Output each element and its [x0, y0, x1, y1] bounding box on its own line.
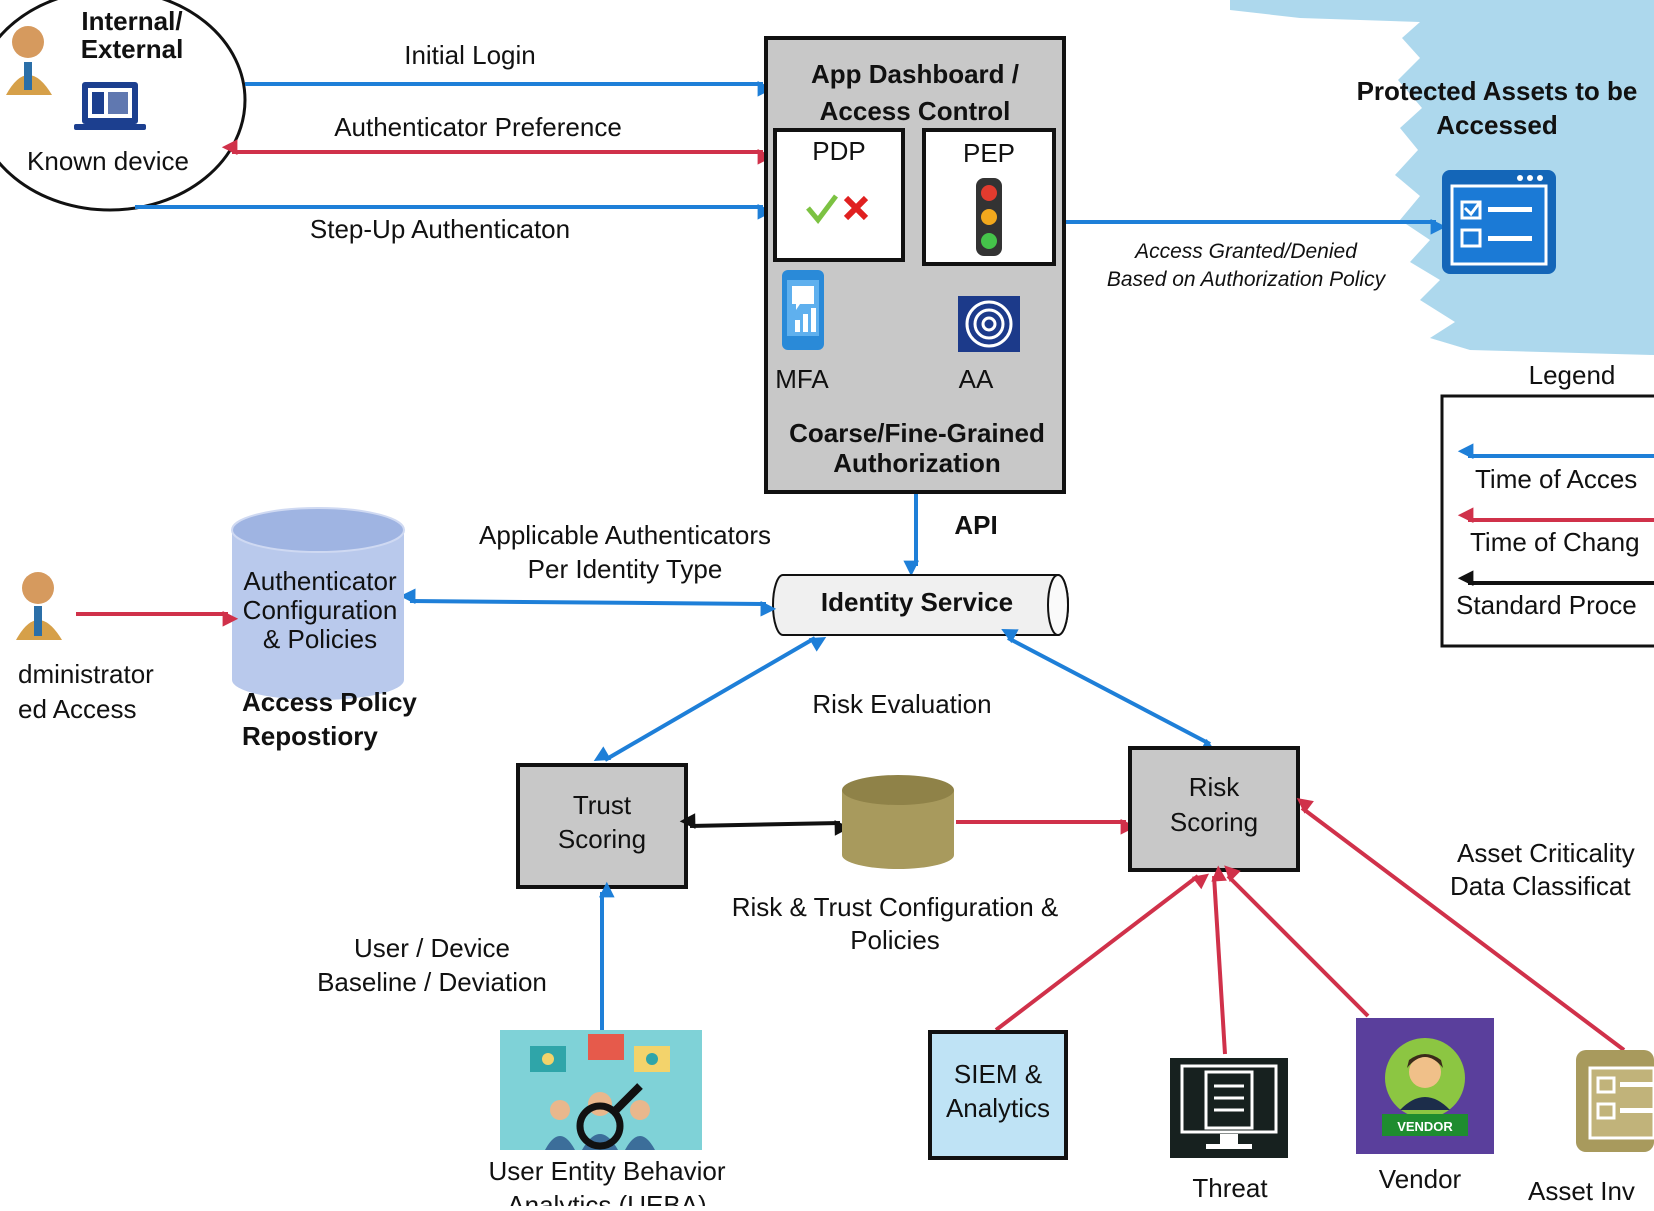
admin-label-line1: dministrator — [18, 659, 154, 689]
siem-box: SIEM & Analytics — [928, 1030, 1068, 1160]
laptop-icon — [74, 82, 146, 130]
siem-risk-arrow — [994, 873, 1210, 1032]
mfa-label: MFA — [775, 364, 829, 394]
risk-trust-config-line2: Policies — [850, 925, 940, 955]
dashboard-footer-line2: Authorization — [833, 448, 1001, 478]
asset-criticality-line1: Asset Criticality — [1457, 838, 1635, 868]
legend-item-access: Time of Acces — [1475, 464, 1637, 494]
policy-db-line2: Configuration — [243, 595, 398, 625]
risk-trust-config-database — [842, 775, 954, 869]
trust-scoring-line1: Trust — [573, 790, 632, 820]
ueba-line1: User Entity Behavior — [489, 1156, 726, 1186]
policy-db-line3: & Policies — [263, 624, 377, 654]
trust-scoring-line2: Scoring — [558, 824, 646, 854]
pep-label: PEP — [963, 138, 1015, 168]
internal-user-avatar-icon — [6, 26, 52, 95]
protected-title-line2: Accessed — [1436, 110, 1557, 140]
user-title-line2: External — [81, 34, 184, 64]
applicable-line1: Applicable Authenticators — [479, 520, 771, 550]
baseline-line2: Baseline / Deviation — [317, 967, 547, 997]
dashboard-title-line2: Access Control — [820, 96, 1011, 126]
risk-scoring-box: Risk Scoring — [1128, 746, 1300, 872]
policy-repo-title-line2: Repostiory — [242, 721, 378, 751]
applicable-line2: Per Identity Type — [528, 554, 723, 584]
user-title-line1: Internal/ — [81, 6, 182, 36]
siem-line1: SIEM & — [954, 1059, 1042, 1089]
authenticator-policy-database: Authenticator Configuration & Policies — [231, 507, 405, 700]
risk-trust-config-line1: Risk & Trust Configuration & — [732, 892, 1059, 922]
applicable-authenticators-arrow — [399, 588, 777, 617]
identity-risk-arrow — [1001, 629, 1217, 753]
legend-item-change: Time of Chang — [1470, 527, 1640, 557]
aa-label: AA — [959, 364, 994, 394]
risk-scoring-line2: Scoring — [1170, 807, 1258, 837]
pdp-box — [773, 128, 905, 262]
protected-asset-form-icon — [1442, 170, 1556, 274]
ueba-illustration-icon — [500, 1030, 702, 1150]
risk-scoring-line1: Risk — [1189, 772, 1241, 802]
vendor-risk-arrow — [1224, 865, 1370, 1018]
admin-label-line2: ed Access — [18, 694, 137, 724]
policy-db-line1: Authenticator — [243, 566, 397, 596]
app-dashboard-box: App Dashboard / Access Control PDP PEP M… — [764, 36, 1066, 494]
asset-criticality-line2: Data Classificat — [1450, 871, 1631, 901]
access-granted-line1: Access Granted/Denied — [1133, 240, 1358, 263]
trust-config-arrow — [679, 813, 851, 836]
asset-inventory-label: Asset Inv — [1528, 1176, 1635, 1206]
known-device-label: Known device — [27, 146, 189, 176]
identity-service-pipe: Identity Service — [772, 574, 1069, 636]
siem-line2: Analytics — [946, 1093, 1050, 1123]
initial-login-label: Initial Login — [404, 40, 536, 70]
vendor-icon: VENDOR — [1356, 1018, 1494, 1154]
authenticator-preference-label: Authenticator Preference — [334, 112, 622, 142]
identity-service-label: Identity Service — [821, 587, 1013, 617]
ueba-line2: Analytics (UEBA) — [507, 1190, 706, 1206]
api-label: API — [954, 510, 997, 540]
cross-icon — [843, 195, 869, 221]
baseline-line1: User / Device — [354, 933, 510, 963]
legend-box: Time of Acces Time of Chang Standard Pro… — [1440, 394, 1654, 648]
user-circle-group: Internal/ External Known device — [0, 0, 247, 212]
protected-title-line1: Protected Assets to be — [1357, 76, 1638, 106]
adaptive-auth-target-icon — [958, 296, 1020, 352]
pdp-label: PDP — [812, 136, 865, 166]
asset-inventory-icon — [1576, 1050, 1654, 1152]
dashboard-title-line1: App Dashboard / — [811, 59, 1019, 89]
mfa-phone-icon — [782, 270, 824, 350]
traffic-light-icon — [976, 178, 1002, 256]
risk-evaluation-label: Risk Evaluation — [812, 689, 991, 719]
identity-trust-arrow — [593, 636, 827, 762]
administrator-avatar-icon — [16, 572, 62, 640]
access-granted-line2: Based on Authorization Policy — [1107, 268, 1387, 291]
protected-area-background — [1230, 0, 1654, 355]
threat-label: Threat — [1192, 1173, 1268, 1203]
vendor-badge-label: VENDOR — [1397, 1119, 1453, 1134]
threat-risk-arrow — [1211, 865, 1227, 1055]
threat-intel-icon — [1170, 1058, 1288, 1158]
legend-title: Legend — [1529, 360, 1616, 390]
step-up-label: Step-Up Authenticaton — [310, 214, 570, 244]
dashboard-footer-line1: Coarse/Fine-Grained — [789, 418, 1045, 448]
vendor-label: Vendor — [1379, 1164, 1462, 1194]
trust-scoring-box: Trust Scoring — [516, 763, 688, 889]
legend-item-standard: Standard Proce — [1456, 590, 1637, 620]
asset-risk-arrow — [1296, 798, 1626, 1052]
policy-repo-title-line1: Access Policy — [242, 687, 417, 717]
check-icon — [806, 194, 838, 225]
